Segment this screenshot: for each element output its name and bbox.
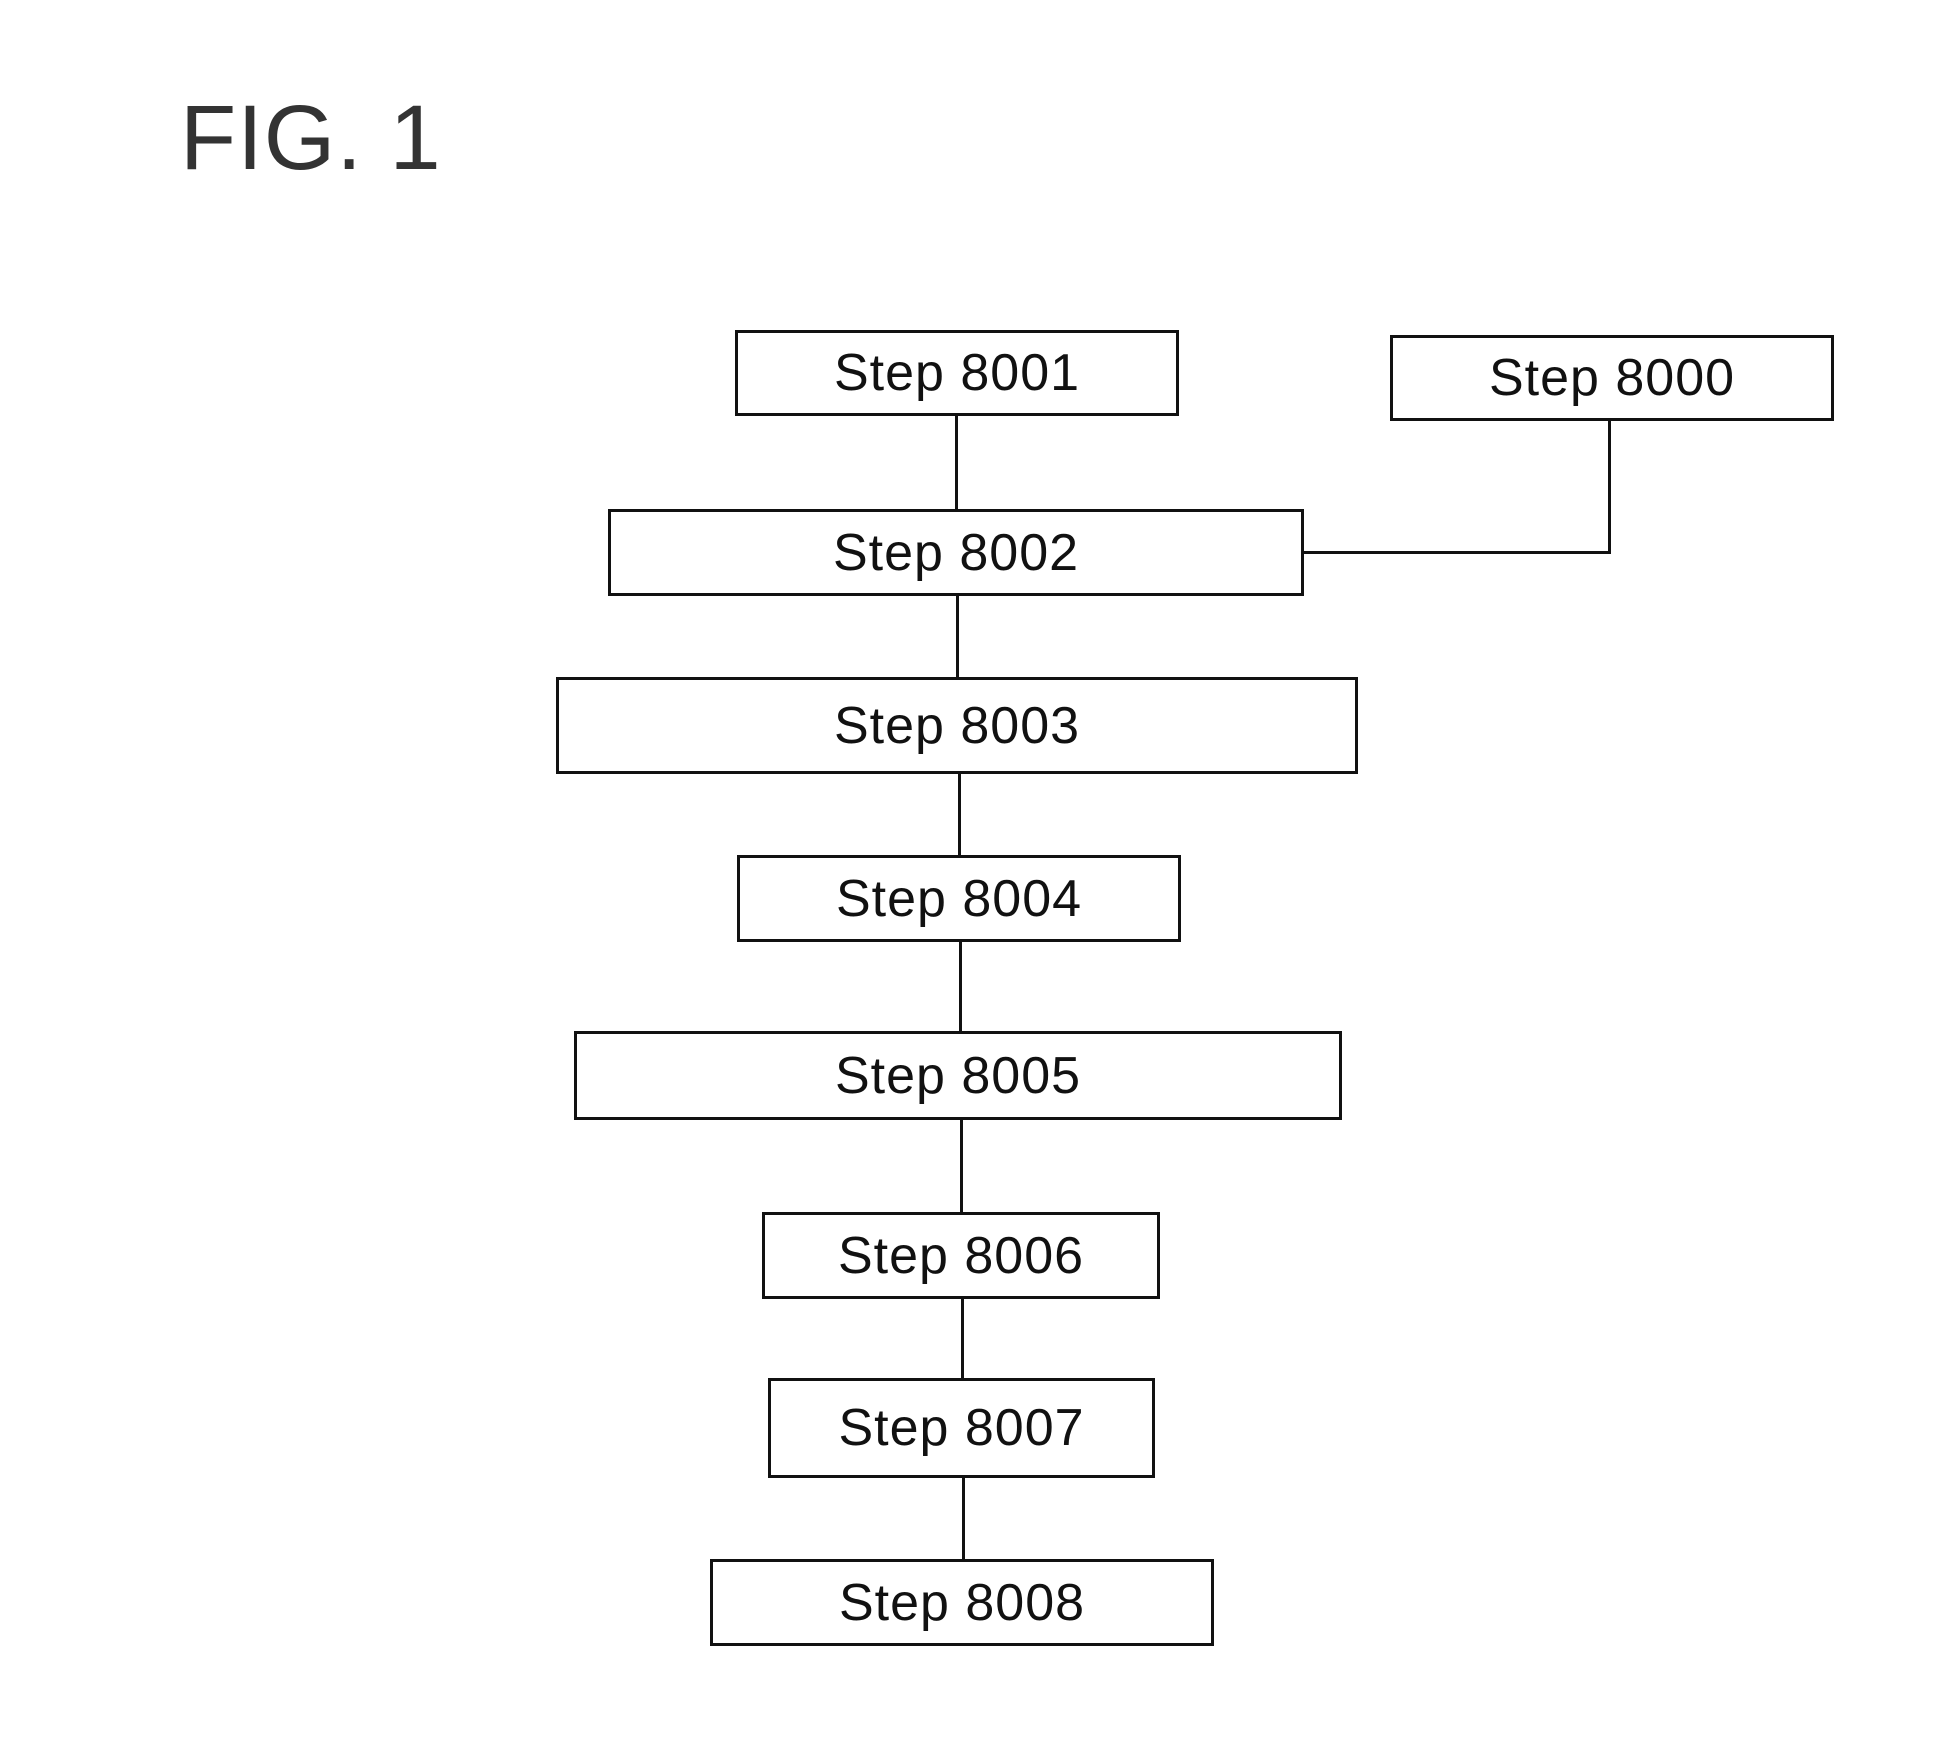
connector-8002-8003 [956, 594, 959, 680]
step-label-8007: Step 8007 [838, 1402, 1084, 1454]
step-label-8008: Step 8008 [839, 1577, 1085, 1629]
step-box-8002: Step 8002 [608, 509, 1304, 596]
step-box-8000: Step 8000 [1390, 335, 1834, 421]
step-label-8000: Step 8000 [1489, 352, 1735, 404]
connector-8001-8002 [955, 414, 958, 511]
step-box-8008: Step 8008 [710, 1559, 1214, 1646]
connector-8007-8008 [962, 1476, 965, 1562]
connector-8006-8007 [961, 1297, 964, 1381]
connector-8000-8002-vertical [1608, 419, 1611, 554]
step-label-8005: Step 8005 [835, 1050, 1081, 1102]
step-box-8001: Step 8001 [735, 330, 1179, 416]
step-box-8004: Step 8004 [737, 855, 1181, 942]
step-box-8005: Step 8005 [574, 1031, 1342, 1120]
step-box-8003: Step 8003 [556, 677, 1358, 774]
step-label-8002: Step 8002 [833, 527, 1079, 579]
figure-title: FIG. 1 [180, 92, 442, 184]
step-box-8006: Step 8006 [762, 1212, 1160, 1299]
step-box-8007: Step 8007 [768, 1378, 1155, 1478]
step-label-8001: Step 8001 [834, 347, 1080, 399]
connector-8003-8004 [958, 772, 961, 858]
step-label-8004: Step 8004 [836, 873, 1082, 925]
step-label-8006: Step 8006 [838, 1230, 1084, 1282]
connector-8004-8005 [959, 940, 962, 1034]
connector-8000-8002-horizontal [1297, 551, 1611, 554]
connector-8005-8006 [960, 1118, 963, 1215]
step-label-8003: Step 8003 [834, 700, 1080, 752]
